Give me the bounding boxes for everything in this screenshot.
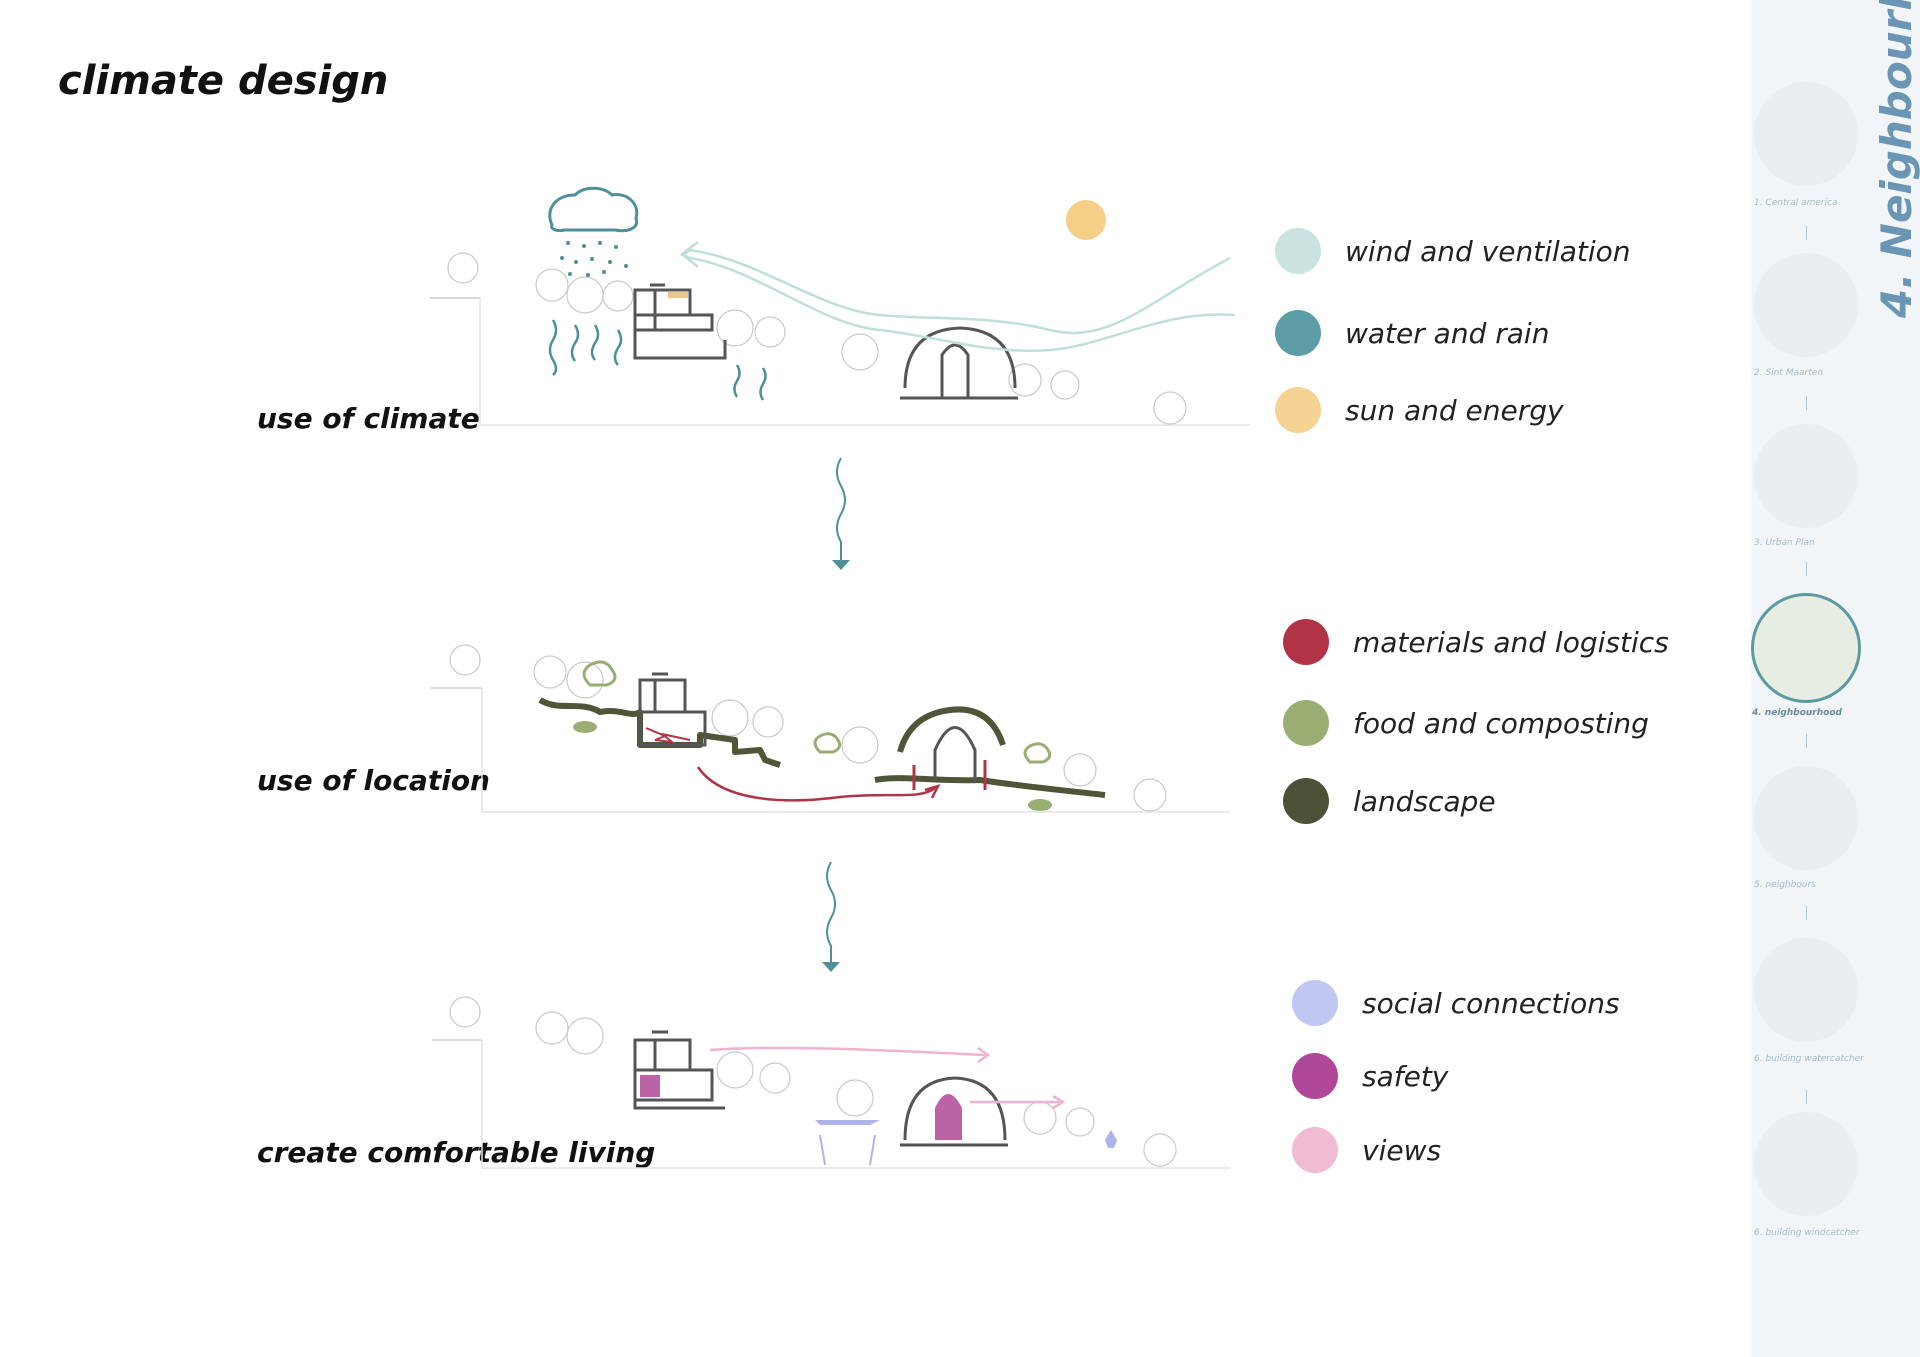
flow-arrow-1: [837, 458, 845, 565]
trees-faint-2: [450, 645, 1166, 811]
nav-arrow-5: [1806, 906, 1807, 920]
trees-faint: [448, 253, 1186, 424]
nav-arrow-4: [1806, 734, 1807, 748]
sun-icon: [1066, 200, 1106, 240]
site-section-line: [480, 298, 1250, 425]
rain-icon: [560, 241, 628, 277]
section-diagrams: [0, 0, 1751, 1357]
view-arrow-1: [710, 1048, 985, 1055]
nav-label-urban-plan[interactable]: 3. Urban Plan: [1754, 538, 1874, 549]
safety-hatch-house: [640, 1075, 660, 1097]
nav-thumb-central-america[interactable]: [1754, 82, 1858, 186]
cloud-icon: [550, 188, 637, 230]
nav-arrow-6: [1806, 1090, 1807, 1104]
nav-arrow-2: [1806, 396, 1807, 410]
section-use-of-climate: [430, 188, 1250, 425]
section-create-comfortable-living: [432, 997, 1230, 1168]
dome-section-2: [935, 728, 975, 783]
social-figure: [1105, 1130, 1117, 1148]
nav-thumb-neighbourhood[interactable]: [1751, 593, 1861, 703]
materials-arrow: [698, 767, 935, 800]
nav-label-neighbours[interactable]: 5. neighbours: [1754, 880, 1874, 891]
nav-thumb-sint-maarten[interactable]: [1754, 253, 1858, 357]
rain-infiltration-arrows: [550, 320, 766, 400]
food-shrubs: [573, 721, 1052, 811]
nav-label-sint-maarten[interactable]: 2. Sint Maarten: [1754, 368, 1874, 379]
flow-arrow-2: [827, 862, 835, 965]
roof-solar-panel: [668, 292, 688, 298]
nav-label-building-watercatcher[interactable]: 6. building watercatcher: [1754, 1054, 1874, 1065]
wind-arrows: [682, 242, 1235, 351]
nav-label-central-america[interactable]: 1. Central america: [1754, 198, 1874, 209]
nav-thumb-neighbours[interactable]: [1754, 766, 1858, 870]
dome-landscape: [875, 778, 1105, 795]
nav-label-building-windcatcher[interactable]: 6. building windcatcher: [1754, 1228, 1874, 1239]
nav-arrow-1: [1806, 226, 1807, 240]
flow-arrow-2-head: [822, 962, 840, 972]
dome-section: [900, 328, 1018, 398]
nav-arrow-3: [1806, 562, 1807, 576]
materials-hatch: [646, 728, 690, 742]
terrace-landscape: [540, 700, 780, 765]
trees-faint-3: [450, 997, 1176, 1166]
sidebar-title: 4. Neighbourhood: [1872, 0, 1920, 318]
safety-hatch-dome: [935, 1094, 962, 1140]
social-legs: [820, 1135, 875, 1165]
dome-roof-thick: [900, 709, 1003, 752]
house-section-2: [640, 674, 705, 745]
section-use-of-location: [430, 645, 1230, 812]
nav-thumb-building-watercatcher[interactable]: [1754, 938, 1858, 1042]
social-table: [815, 1120, 880, 1125]
site-section-line-3: [482, 1040, 1230, 1168]
nav-thumb-building-windcatcher[interactable]: [1754, 1112, 1858, 1216]
nav-thumb-urban-plan[interactable]: [1754, 424, 1858, 528]
nav-label-neighbourhood[interactable]: 4. neighbourhood: [1752, 708, 1872, 719]
flow-arrow-1-head: [832, 560, 850, 570]
